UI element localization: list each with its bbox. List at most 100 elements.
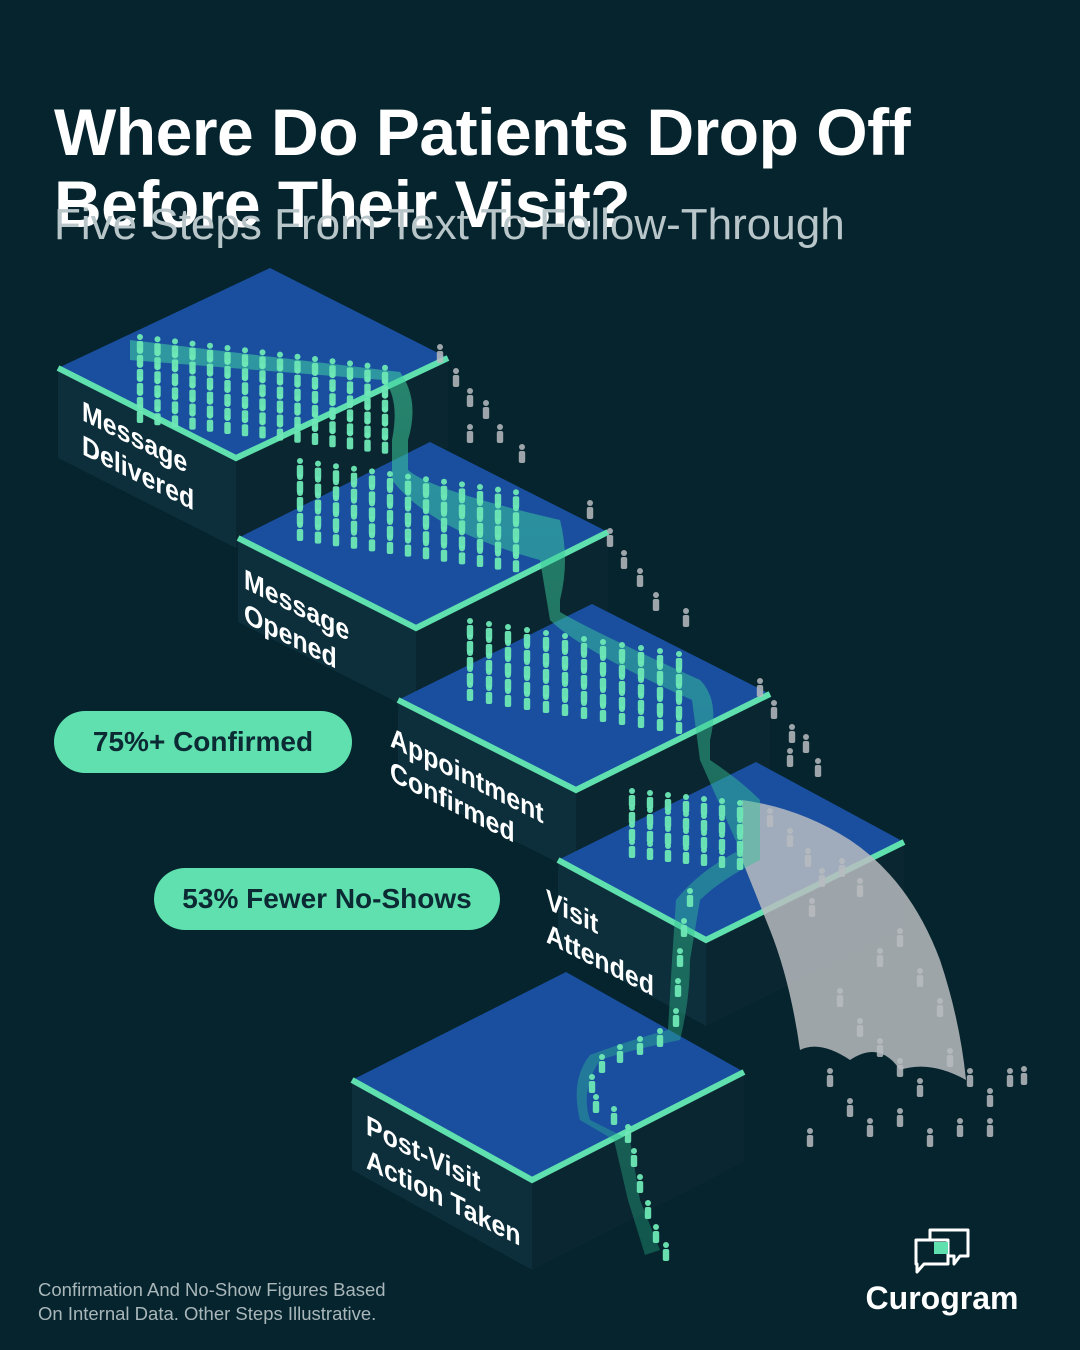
person-figure xyxy=(458,481,466,501)
person-figure xyxy=(440,510,448,530)
person-figure xyxy=(561,649,569,668)
person-figure xyxy=(896,1108,904,1127)
person-figure xyxy=(314,476,322,496)
person-figure xyxy=(580,668,588,687)
person-figure xyxy=(610,1106,618,1125)
person-figure xyxy=(986,1118,994,1137)
person-figure xyxy=(350,465,358,485)
person-figure xyxy=(946,1048,954,1067)
person-figure xyxy=(542,646,550,665)
person-figure xyxy=(404,537,412,557)
person-figure xyxy=(986,1088,994,1107)
person-figure xyxy=(458,529,466,549)
person-figure xyxy=(350,513,358,533)
person-figure xyxy=(466,650,474,669)
person-figure xyxy=(628,805,636,824)
person-figure xyxy=(466,682,474,701)
person-figure xyxy=(504,656,512,675)
person-figure xyxy=(700,847,708,866)
person-figure xyxy=(628,822,636,841)
footnote-line-2: On Internal Data. Other Steps Illustrati… xyxy=(38,1303,377,1324)
person-figure xyxy=(494,518,502,538)
person-figure xyxy=(485,637,493,656)
person-figure xyxy=(542,694,550,713)
person-figure xyxy=(350,497,358,517)
person-figure xyxy=(682,845,690,864)
person-figure xyxy=(329,428,336,448)
person-figure xyxy=(956,1118,964,1137)
person-figure xyxy=(458,513,466,533)
person-figure xyxy=(422,508,430,528)
person-figure xyxy=(637,661,645,680)
person-figure xyxy=(736,800,744,819)
person-figure xyxy=(636,1036,644,1055)
person-figure xyxy=(675,699,683,718)
person-figure xyxy=(386,535,394,554)
person-figure xyxy=(259,419,266,439)
person-figure xyxy=(561,633,569,652)
person-figure xyxy=(452,368,460,387)
confirmed-callout: 75%+ Confirmed xyxy=(54,711,352,773)
person-figure xyxy=(364,432,371,452)
chat-bubbles-icon xyxy=(914,1228,970,1274)
person-figure xyxy=(314,524,322,544)
person-figure xyxy=(682,811,690,830)
person-figure xyxy=(504,640,512,659)
person-figure xyxy=(485,653,493,672)
person-figure xyxy=(476,500,484,519)
person-figure xyxy=(599,639,607,658)
person-figure xyxy=(504,624,512,643)
person-figure xyxy=(440,494,448,514)
person-figure xyxy=(736,817,744,836)
person-figure xyxy=(440,542,448,562)
person-figure xyxy=(296,506,304,525)
person-figure xyxy=(523,643,531,662)
person-figure xyxy=(598,1054,606,1073)
person-figure xyxy=(386,503,394,522)
person-figure xyxy=(599,671,607,690)
dropoff-waterfall xyxy=(742,800,966,1080)
person-figure xyxy=(916,968,924,987)
person-figure xyxy=(518,444,526,463)
person-figure xyxy=(332,463,340,483)
person-figure xyxy=(580,684,588,703)
person-figure xyxy=(700,813,708,832)
person-figure xyxy=(628,839,636,858)
person-figure xyxy=(296,522,304,541)
person-figure xyxy=(674,978,682,997)
person-figure xyxy=(876,948,884,967)
person-figure xyxy=(404,489,412,509)
person-figure xyxy=(856,1018,864,1037)
person-figure xyxy=(350,529,358,549)
person-figure xyxy=(580,700,588,719)
person-figure xyxy=(485,685,493,704)
person-figure xyxy=(466,424,474,443)
person-figure xyxy=(154,406,161,426)
person-figure xyxy=(494,486,502,506)
person-figure xyxy=(804,848,812,867)
person-figure xyxy=(636,568,644,587)
person-figure xyxy=(808,898,816,917)
person-figure xyxy=(656,648,664,667)
person-figure xyxy=(512,553,520,573)
person-figure xyxy=(682,608,690,627)
person-figure xyxy=(224,415,231,434)
person-figure xyxy=(542,662,550,681)
person-figure xyxy=(814,758,822,777)
person-figure xyxy=(676,948,684,967)
person-figure xyxy=(580,652,588,671)
person-figure xyxy=(675,667,683,686)
person-figure xyxy=(386,487,394,506)
person-figure xyxy=(350,481,358,501)
person-figure xyxy=(756,678,764,697)
footnote: Confirmation And No-Show Figures Based O… xyxy=(38,1278,498,1326)
person-figure xyxy=(606,528,614,547)
person-figure xyxy=(485,621,493,640)
person-figure xyxy=(836,988,844,1007)
person-figure xyxy=(856,878,864,897)
page-subtitle: Five Steps From Text To Follow-Through xyxy=(54,200,845,249)
person-figure xyxy=(718,798,726,817)
person-figure xyxy=(624,1124,632,1143)
person-figure xyxy=(682,828,690,847)
